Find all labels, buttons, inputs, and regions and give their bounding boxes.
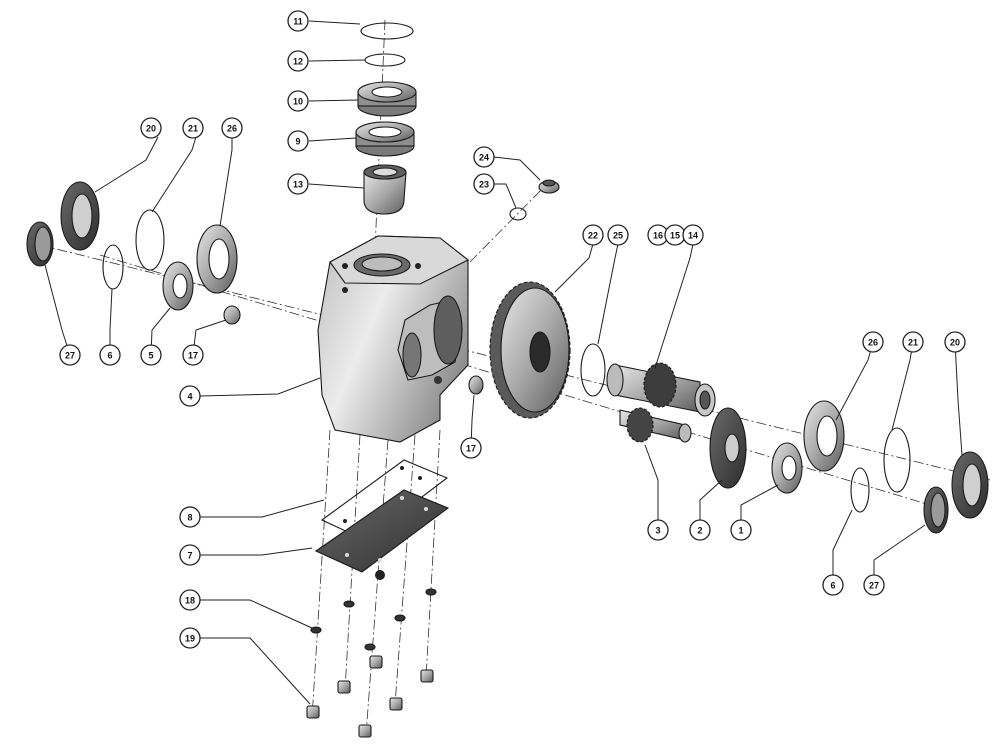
- bearing-26-right: [803, 400, 845, 472]
- snap-ring-6-left: [102, 244, 124, 290]
- svg-text:26: 26: [227, 124, 237, 134]
- svg-text:24: 24: [479, 153, 489, 163]
- callout-22: 22: [582, 224, 604, 246]
- callout-15: 15: [664, 224, 686, 246]
- bearing-5: [162, 261, 194, 311]
- svg-text:9: 9: [295, 137, 300, 147]
- svg-text:18: 18: [185, 596, 195, 606]
- callout-2: 2: [689, 519, 711, 541]
- callout-26-right: 26: [862, 331, 884, 353]
- callout-14: 14: [682, 224, 704, 246]
- svg-text:16: 16: [653, 231, 663, 241]
- callout-7: 7: [179, 544, 201, 566]
- svg-text:17: 17: [466, 444, 476, 454]
- svg-text:12: 12: [293, 57, 303, 67]
- callout-10: 10: [287, 90, 309, 112]
- callout-6-left: 6: [99, 344, 121, 366]
- callout-21-right: 21: [902, 331, 924, 353]
- snap-ring-21-right: [883, 427, 911, 493]
- snap-ring-21-left: [135, 209, 165, 271]
- svg-text:3: 3: [655, 526, 660, 536]
- svg-text:7: 7: [187, 551, 192, 561]
- callout-27-left: 27: [59, 344, 81, 366]
- svg-text:5: 5: [148, 351, 153, 361]
- washers-18: [310, 588, 437, 651]
- gearbox-housing-4: [317, 235, 470, 443]
- oil-seal-20-left: [60, 181, 100, 251]
- svg-text:21: 21: [908, 338, 918, 348]
- snap-ring-11: [360, 22, 414, 40]
- callout-23: 23: [473, 173, 495, 195]
- svg-text:6: 6: [830, 581, 835, 591]
- callout-13: 13: [287, 173, 309, 195]
- svg-text:15: 15: [670, 231, 680, 241]
- svg-text:10: 10: [293, 97, 303, 107]
- callout-8: 8: [179, 506, 201, 528]
- callout-3: 3: [647, 519, 669, 541]
- plug-17-left: [223, 305, 241, 325]
- svg-text:6: 6: [107, 351, 112, 361]
- callout-12: 12: [287, 50, 309, 72]
- callout-19: 19: [179, 627, 201, 649]
- pinion-shaft-14-15-16: [606, 362, 716, 417]
- svg-text:23: 23: [479, 180, 489, 190]
- svg-text:8: 8: [187, 513, 192, 523]
- bolts-19: [306, 655, 434, 738]
- svg-text:27: 27: [65, 351, 75, 361]
- callout-25: 25: [607, 224, 629, 246]
- svg-text:19: 19: [185, 634, 195, 644]
- bushing-13: [363, 164, 407, 215]
- svg-text:1: 1: [738, 526, 743, 536]
- thrust-disc-2: [709, 407, 747, 489]
- callout-4: 4: [179, 385, 201, 407]
- snap-ring-6-right: [850, 467, 870, 513]
- callout-27-right: 27: [863, 574, 885, 596]
- callout-6-right: 6: [822, 574, 844, 596]
- snap-ring-12: [364, 53, 406, 67]
- callouts: 11 12 10 9 13 24 23 20 21 26 22 25 16 15…: [59, 10, 966, 649]
- bearing-9: [355, 121, 415, 157]
- svg-text:27: 27: [869, 581, 879, 591]
- svg-text:25: 25: [613, 231, 623, 241]
- washer-23: [509, 207, 527, 221]
- spur-gear-22: [489, 281, 571, 419]
- svg-text:20: 20: [950, 338, 960, 348]
- snap-ring-25: [580, 343, 606, 397]
- cap-27-right: [923, 486, 949, 534]
- callout-9: 9: [287, 130, 309, 152]
- svg-text:20: 20: [146, 124, 156, 134]
- svg-text:26: 26: [868, 338, 878, 348]
- svg-text:4: 4: [187, 392, 192, 402]
- callout-24: 24: [473, 146, 495, 168]
- oil-seal-20-right: [951, 451, 989, 519]
- callout-1: 1: [730, 519, 752, 541]
- bearing-26-left: [196, 224, 238, 294]
- callout-11: 11: [287, 10, 309, 32]
- svg-text:14: 14: [688, 231, 698, 241]
- callout-26-left: 26: [221, 117, 243, 139]
- callout-21-left: 21: [182, 117, 204, 139]
- cover-plate-7: [314, 489, 450, 580]
- svg-text:13: 13: [293, 180, 303, 190]
- plug-24: [538, 179, 560, 194]
- svg-text:21: 21: [188, 124, 198, 134]
- callout-5: 5: [140, 344, 162, 366]
- cap-27-left: [26, 221, 54, 267]
- svg-text:22: 22: [588, 231, 598, 241]
- bearing-1: [771, 442, 803, 494]
- countershaft-3: [619, 407, 692, 443]
- bearing-10: [357, 81, 417, 117]
- callout-20-right: 20: [944, 331, 966, 353]
- callout-17-left: 17: [182, 344, 204, 366]
- svg-text:11: 11: [293, 17, 303, 27]
- svg-text:2: 2: [697, 526, 702, 536]
- svg-text:17: 17: [188, 351, 198, 361]
- callout-20-left: 20: [140, 117, 162, 139]
- plug-17-right: [468, 375, 484, 395]
- callout-18: 18: [179, 589, 201, 611]
- callout-17-right: 17: [460, 437, 482, 459]
